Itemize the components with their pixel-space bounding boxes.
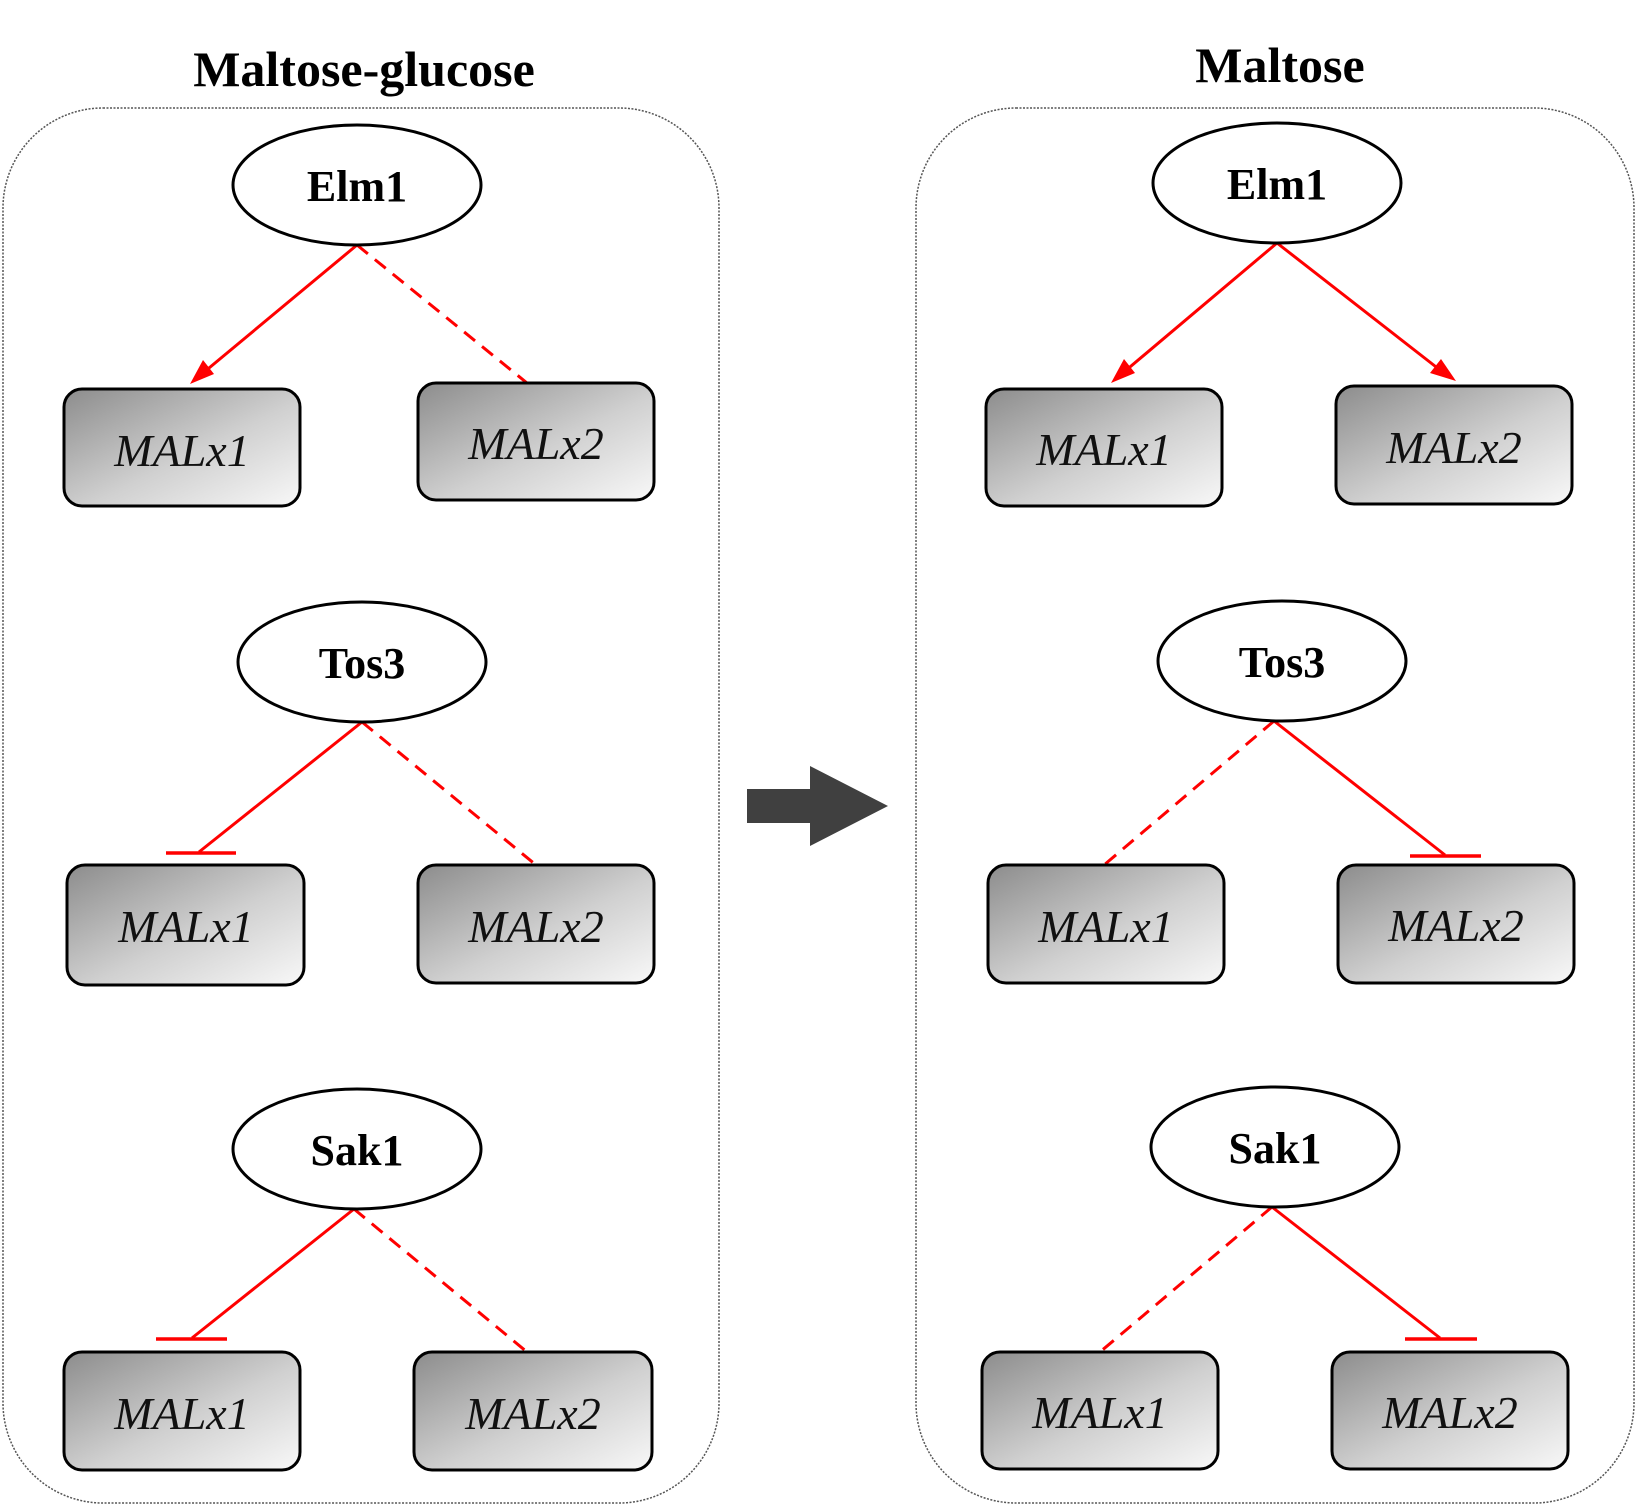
edge-activation	[202, 243, 358, 375]
edge-no-effect	[1103, 719, 1275, 867]
kinase-node	[236, 600, 488, 724]
kinase-label: Sak1	[311, 1126, 404, 1175]
gene-label: MALx2	[1381, 1387, 1517, 1438]
kinase-label: Sak1	[1229, 1124, 1322, 1173]
gene-label: MALx2	[1385, 422, 1521, 473]
panel-border	[2, 107, 720, 1504]
gene-box-malx1	[62, 387, 302, 508]
kinase-node	[1149, 1085, 1401, 1209]
kinase-group-sak1: Sak1 MALx1 MALx2	[62, 1087, 654, 1472]
kinase-label: Elm1	[307, 162, 407, 211]
kinase-group-tos3: Tos3 MALx1 MALx2	[65, 600, 656, 987]
gene-box-malx1	[980, 1350, 1220, 1471]
panel-border	[915, 107, 1635, 1504]
edge-no-effect	[356, 243, 528, 385]
kinase-node	[231, 123, 483, 247]
edge-activation	[1123, 241, 1278, 374]
gene-label: MALx2	[467, 901, 603, 952]
gene-box-malx2	[416, 381, 656, 502]
gene-box-malx2	[412, 1350, 654, 1472]
activation-arrowhead-icon	[1111, 359, 1135, 383]
edge-no-effect	[361, 720, 537, 867]
edge-inhibition	[1271, 1205, 1441, 1340]
gene-label: MALx2	[464, 1388, 600, 1439]
kinase-label: Tos3	[1239, 638, 1325, 687]
kinase-node	[231, 1087, 483, 1211]
panel-maltose: Maltose Elm1 MALx1 MALx2 Tos3 MALx1 MALx…	[915, 37, 1635, 1504]
activation-arrowhead-icon	[190, 360, 214, 384]
kinase-node	[1151, 121, 1403, 245]
kinase-group-elm1: Elm1 MALx1 MALx2	[984, 121, 1574, 508]
kinase-label: Tos3	[319, 639, 405, 688]
kinase-group-sak1: Sak1 MALx1 MALx2	[980, 1085, 1570, 1471]
gene-box-malx2	[1330, 1350, 1570, 1471]
panel-maltose-glucose: Maltose-glucose Elm1 MALx1 MALx2 Tos3 MA…	[2, 41, 720, 1504]
transition-arrow-icon	[747, 766, 888, 846]
gene-label: MALx2	[1387, 900, 1523, 951]
edge-no-effect	[1099, 1205, 1273, 1354]
gene-label: MALx1	[1037, 901, 1173, 952]
gene-label: MALx1	[1035, 424, 1171, 475]
kinase-group-tos3: Tos3 MALx1 MALx2	[986, 599, 1576, 985]
gene-box-malx1	[65, 863, 306, 987]
edge-no-effect	[353, 1207, 528, 1354]
edge-activation	[1276, 241, 1441, 372]
edge-inhibition	[1273, 719, 1446, 857]
gene-label: MALx2	[467, 418, 603, 469]
gene-box-malx2	[1336, 863, 1576, 985]
gene-label: MALx1	[117, 901, 253, 952]
gene-box-malx2	[416, 863, 656, 985]
activation-arrowhead-icon	[1430, 359, 1456, 381]
gene-box-malx1	[986, 863, 1226, 985]
kinase-node	[1156, 599, 1408, 723]
panel-title: Maltose	[1195, 37, 1364, 93]
gene-label: MALx1	[113, 1388, 249, 1439]
gene-box-malx1	[984, 387, 1224, 508]
panel-title: Maltose-glucose	[193, 41, 535, 97]
kinase-group-elm1: Elm1 MALx1 MALx2	[62, 123, 656, 508]
edge-inhibition	[198, 720, 363, 854]
kinase-label: Elm1	[1227, 160, 1327, 209]
edge-inhibition	[191, 1207, 355, 1340]
gene-box-malx1	[62, 1350, 302, 1472]
gene-label: MALx1	[113, 425, 249, 476]
gene-box-malx2	[1334, 384, 1574, 506]
gene-label: MALx1	[1031, 1387, 1167, 1438]
